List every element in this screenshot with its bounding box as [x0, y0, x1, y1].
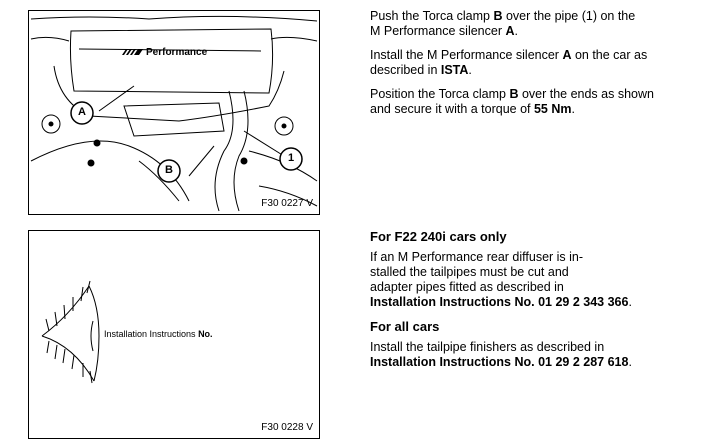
figure-silencer-installation: Performance A B 1 F30 0227 V — [28, 10, 320, 215]
performance-logo-text: Performance — [146, 47, 208, 58]
eye-icon — [41, 280, 100, 384]
silencer-diagram — [30, 15, 318, 212]
callout-1: 1 — [288, 152, 295, 164]
instruction-install-silencer: Install the M Performance silencer A on … — [370, 48, 648, 77]
instruction-torque: Position the Torca clamp B over the ends… — [370, 87, 654, 116]
figure-code: F30 0228 V — [261, 422, 313, 433]
step2-text: For F22 240i cars only If an M Performan… — [370, 229, 700, 370]
instruction-diffuser: If an M Performance rear diffuser is in-… — [370, 250, 632, 309]
callout-b: B — [165, 164, 173, 176]
instruction-push-clamp: Push the Torca clamp B over the pipe (1)… — [370, 9, 636, 38]
figure-see-instructions: Installation Instructions No. F30 0228 V — [28, 230, 320, 439]
eye-label: Installation Instructions No. — [104, 329, 213, 339]
instruction-tailpipe-finishers: Install the tailpipe finishers as descri… — [370, 340, 632, 369]
m-logo-icon — [122, 49, 143, 55]
callout-a: A — [78, 106, 86, 118]
heading-all-cars: For all cars — [370, 319, 440, 334]
step1-text: Push the Torca clamp B over the pipe (1)… — [370, 9, 700, 117]
heading-f22: For F22 240i cars only — [370, 229, 507, 244]
figure-code: F30 0227 V — [261, 198, 313, 209]
